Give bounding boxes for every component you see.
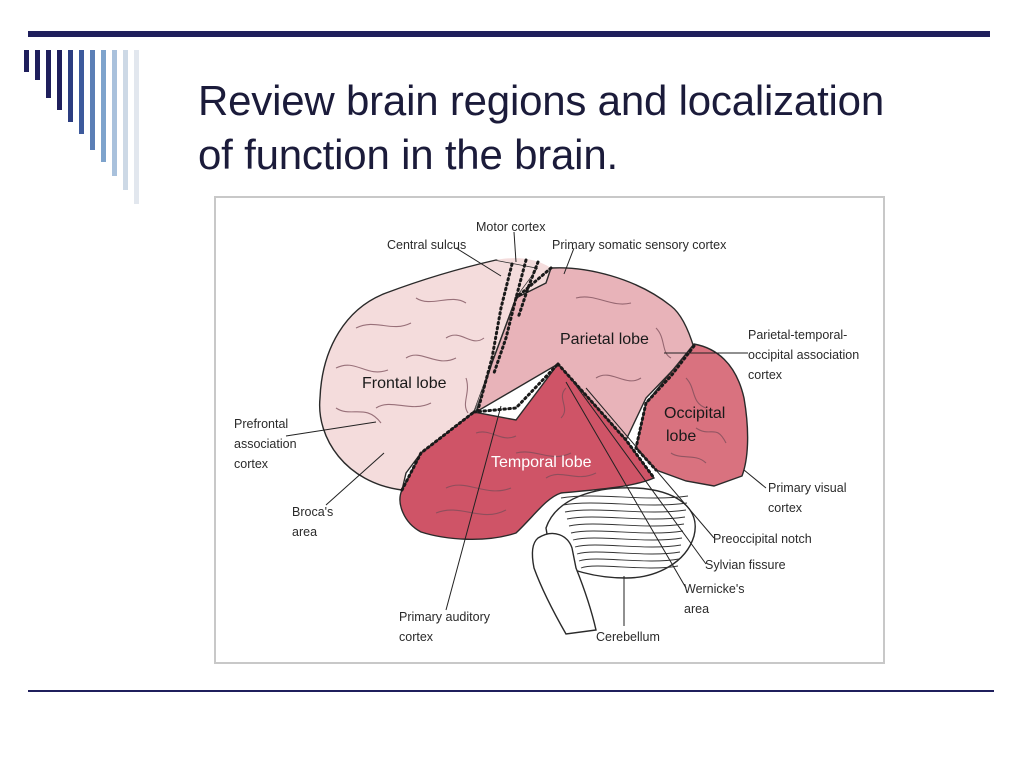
cerebellum-label: Cerebellum <box>596 630 660 644</box>
decorative-bar <box>112 50 117 176</box>
lobe-border-4 <box>400 410 476 492</box>
decorative-bar <box>35 50 40 80</box>
gyrus-line <box>655 327 672 359</box>
cerebellum-fold <box>572 537 683 541</box>
wernicke-label-1: Wernicke's <box>684 582 745 596</box>
gyrus-line <box>355 322 412 329</box>
lobe-border-5 <box>514 266 553 300</box>
cerebellum-fold <box>568 523 685 527</box>
gyrus-line <box>560 387 567 419</box>
cerebellum-fold <box>562 502 688 506</box>
gyrus-line <box>335 364 389 373</box>
occipital-lobe-region <box>635 343 749 487</box>
primary-auditory-label-2: cortex <box>399 630 434 644</box>
decorative-bar <box>134 50 139 204</box>
ptoa-label-3: cortex <box>748 368 783 382</box>
bottom-rule <box>28 690 994 692</box>
lobe-border-1 <box>472 362 560 414</box>
decorative-bars <box>24 50 169 210</box>
top-rule <box>28 31 990 37</box>
occipital-lobe-label-2: lobe <box>666 428 696 445</box>
brainstem-region <box>531 532 597 635</box>
prefrontal-label-1: Prefrontal <box>234 417 288 431</box>
lobe-border-3 <box>634 344 696 472</box>
gyrus-line <box>475 431 517 439</box>
gyrus-line <box>405 354 457 362</box>
prefrontal-label-3: cortex <box>234 457 269 471</box>
decorative-bar <box>46 50 51 98</box>
lobe-border-2 <box>556 362 656 480</box>
decorative-bar <box>101 50 106 162</box>
brain-diagram-frame: Frontal lobe Parietal lobe Temporal lobe… <box>214 196 885 664</box>
sylvian-fissure-label: Sylvian fissure <box>705 558 786 572</box>
gyrus-line <box>695 427 727 444</box>
motor-dots <box>476 262 514 412</box>
cerebellum-folia <box>560 495 689 569</box>
wernicke-label-2: area <box>684 602 709 616</box>
gyri-texture <box>335 296 727 516</box>
broca-label-2: area <box>292 525 317 539</box>
frontal-lobe-region <box>318 259 540 491</box>
leader-lines <box>285 231 767 626</box>
slide-title: Review brain regions and localization of… <box>198 77 884 178</box>
gyrus-line <box>670 452 707 464</box>
gyrus-line <box>375 402 432 409</box>
frontal-lobe-label: Frontal lobe <box>362 375 447 392</box>
preoccipital-notch-label: Preoccipital notch <box>713 532 812 546</box>
gyrus-line <box>415 297 467 304</box>
ptoa-label-2: occipital association <box>748 348 859 362</box>
decorative-bar <box>123 50 128 190</box>
decorative-bar <box>79 50 84 134</box>
gyrus-line <box>445 484 512 492</box>
gyrus-line <box>445 334 485 342</box>
ptoa-label-1: Parietal-temporal- <box>748 328 847 342</box>
primary-visual-label-1: Primary visual <box>768 481 847 495</box>
gyrus-line <box>435 509 507 516</box>
gyrus-line <box>335 407 382 424</box>
brain-diagram: Frontal lobe Parietal lobe Temporal lobe… <box>234 220 859 644</box>
occipital-lobe-label-1: Occipital <box>664 405 725 422</box>
prefrontal-label-2: association <box>234 437 297 451</box>
cerebellum-fold <box>564 509 687 513</box>
gyrus-line <box>464 377 469 414</box>
decorative-bar <box>68 50 73 122</box>
decorative-bar <box>90 50 95 150</box>
gyrus-line <box>575 296 632 305</box>
gyrus-line <box>685 377 707 409</box>
temporal-lobe-region <box>399 362 656 540</box>
temporal-lobe-label: Temporal lobe <box>491 454 592 471</box>
broca-label-1: Broca's <box>292 505 333 519</box>
somatic-sensory-label: Primary somatic sensory cortex <box>552 238 727 252</box>
cerebellum-fold <box>560 495 689 499</box>
cerebellum-fold <box>580 565 679 569</box>
central-sulcus-label: Central sulcus <box>387 238 466 252</box>
decorative-bar <box>57 50 62 110</box>
gyrus-line <box>595 374 642 382</box>
parietal-lobe-label: Parietal lobe <box>560 331 649 348</box>
primary-visual-label-2: cortex <box>768 501 803 515</box>
primary-auditory-label-1: Primary auditory <box>399 610 491 624</box>
gyrus-line <box>545 472 597 479</box>
cerebellum-fold <box>578 558 680 562</box>
cerebellum-fold <box>576 551 681 555</box>
motor-dots-2 <box>492 258 528 375</box>
cerebellum-fold <box>570 530 684 534</box>
motor-cortex-label: Motor cortex <box>476 220 546 234</box>
gyrus-line <box>515 451 572 458</box>
cerebellum-fold <box>574 544 682 548</box>
decorative-bar <box>24 50 29 72</box>
